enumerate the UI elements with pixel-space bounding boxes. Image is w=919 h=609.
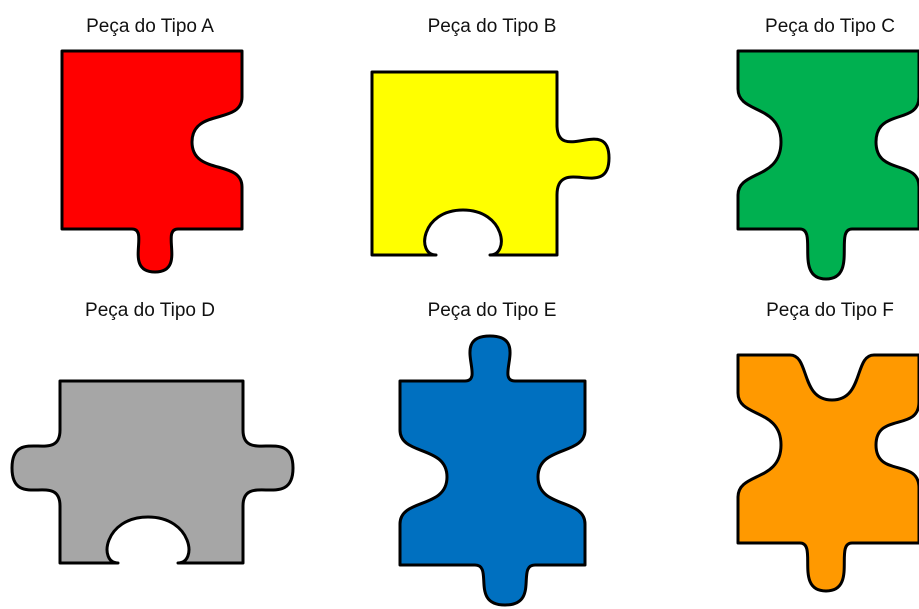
puzzle-piece-d <box>12 381 293 563</box>
puzzle-piece-f <box>738 355 919 591</box>
puzzle-piece-b <box>372 72 609 255</box>
puzzle-piece-c <box>738 51 919 279</box>
puzzle-piece-e <box>400 336 585 605</box>
puzzle-piece-a <box>62 51 242 272</box>
